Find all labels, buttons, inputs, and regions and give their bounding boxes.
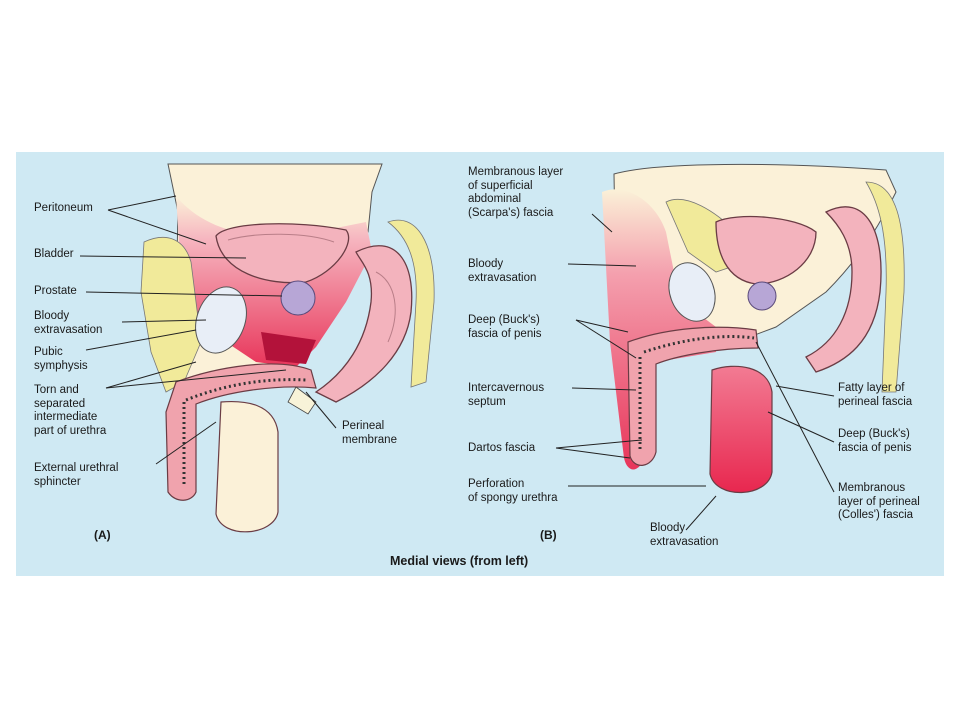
label-membranous-layer-colles: Membranous layer of perineal (Colles') f… [838, 482, 920, 521]
label-peritoneum: Peritoneum [34, 202, 93, 214]
label-bloody-extravasation-a: Bloody extravasation [34, 310, 103, 336]
label-dartos-fascia: Dartos fascia [468, 442, 536, 454]
leader-lines [79, 195, 835, 531]
label-bloody-extravasation-b-bottom: Bloody extravasation [650, 522, 719, 548]
label-deep-bucks-fascia-right: Deep (Buck's) fascia of penis [838, 428, 912, 454]
label-bloody-extravasation-b-top: Bloody extravasation [468, 258, 537, 284]
panel-b-letter: (B) [540, 528, 557, 542]
figure-panel: Peritoneum Bladder Prostate Bloody extra… [16, 152, 944, 576]
label-membranous-layer-scarpa: Membranous layer of superficial abdomina… [468, 166, 564, 219]
label-intercavernous-septum: Intercavernous septum [468, 382, 545, 408]
panel-a-drawing [140, 163, 435, 533]
label-external-urethral-sphincter: External urethral sphincter [34, 462, 119, 488]
anatomy-illustration [140, 163, 905, 533]
panel-b-drawing [602, 163, 905, 494]
label-bladder: Bladder [34, 248, 74, 260]
label-torn-urethra: Torn and separated intermediate part of … [34, 384, 107, 437]
panel-a-letter: (A) [94, 528, 111, 542]
label-pubic-symphysis: Pubic symphysis [34, 346, 88, 372]
label-deep-bucks-fascia-left: Deep (Buck's) fascia of penis [468, 314, 542, 340]
label-fatty-layer: Fatty layer of perineal fascia [838, 382, 913, 408]
label-prostate: Prostate [34, 285, 77, 297]
figure-caption: Medial views (from left) [390, 554, 529, 568]
label-perineal-membrane: Perineal membrane [342, 420, 397, 446]
label-perforation-spongy-urethra: Perforation of spongy urethra [468, 478, 558, 504]
